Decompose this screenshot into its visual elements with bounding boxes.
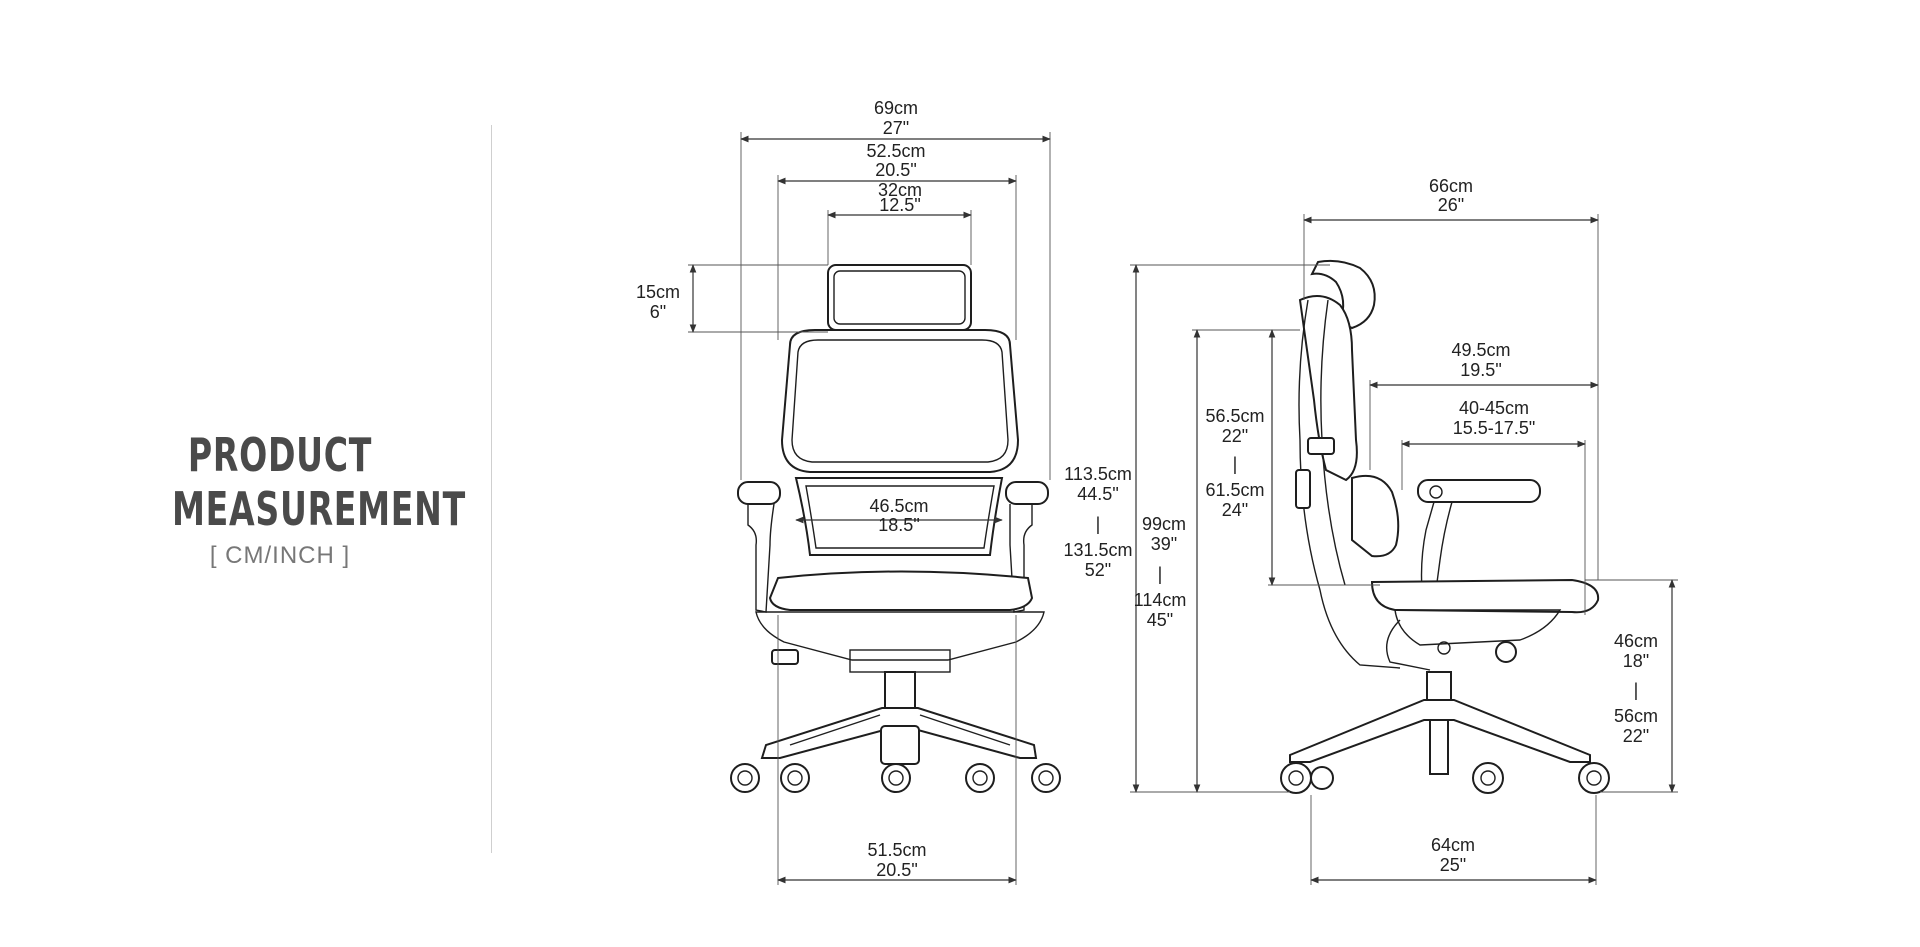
side-dimensions: 66cm 26" 99cm 39" | 114cm 45" 56.5cm 22"… xyxy=(1130,176,1678,885)
heading-product: PRODUCT xyxy=(187,428,373,482)
units-subtitle: [ CM/INCH ] xyxy=(209,542,351,569)
base-depth-cm: 64cm xyxy=(1431,835,1475,855)
back-height-max-in: 45" xyxy=(1147,610,1173,630)
base-width-in: 20.5" xyxy=(876,860,917,880)
back-height-max-cm: 114cm xyxy=(1134,590,1187,610)
backrest-height-min-in: 22" xyxy=(1222,426,1248,446)
front-view-chair xyxy=(730,264,1061,793)
back-height-min-cm: 99cm xyxy=(1142,514,1186,534)
base-width-cm: 51.5cm xyxy=(867,840,926,860)
base-depth-in: 25" xyxy=(1440,855,1466,875)
depth-in: 26" xyxy=(1438,195,1464,215)
armrest-width-cm: 52.5cm xyxy=(866,141,925,161)
back-height-min-in: 39" xyxy=(1151,534,1177,554)
armrest-width-in: 20.5" xyxy=(875,160,916,180)
seat-height-sep: | xyxy=(1634,680,1639,700)
seat-adjust-in: 15.5-17.5" xyxy=(1453,418,1535,438)
backrest-height-min-cm: 56.5cm xyxy=(1205,406,1264,426)
headrest-width-cm: 32cm xyxy=(878,180,922,200)
total-height-sep: | xyxy=(1096,514,1101,534)
seat-width-cm: 46.5cm xyxy=(869,496,928,516)
backrest-height-max-in: 24" xyxy=(1222,500,1248,520)
overall-width-in: 27" xyxy=(883,118,909,138)
depth-cm: 66cm xyxy=(1429,176,1473,196)
front-dimensions: 69cm 27" 52.5cm 20.5" 32cm 12.5" 15cm 6"… xyxy=(636,98,1133,885)
back-height-sep: | xyxy=(1158,564,1163,584)
total-height-min-cm: 113.5cm xyxy=(1064,464,1132,484)
seat-height-max-in: 22" xyxy=(1623,726,1649,746)
headrest-width-in: 12.5" xyxy=(879,195,920,215)
total-height-max-cm: 131.5cm xyxy=(1063,540,1132,560)
seat-adjust-cm: 40-45cm xyxy=(1459,398,1529,418)
backrest-height-sep: | xyxy=(1233,454,1238,474)
seat-depth-in: 19.5" xyxy=(1460,360,1501,380)
seat-width-in: 18.5" xyxy=(878,515,919,535)
side-view-chair xyxy=(1280,259,1610,794)
headrest-height-cm: 15cm xyxy=(636,282,680,302)
total-height-min-in: 44.5" xyxy=(1077,484,1118,504)
vertical-divider xyxy=(491,125,492,853)
headrest-height-in: 6" xyxy=(650,302,666,322)
seat-depth-cm: 49.5cm xyxy=(1451,340,1510,360)
overall-width-cm: 69cm xyxy=(874,98,918,118)
seat-height-max-cm: 56cm xyxy=(1614,706,1658,726)
total-height-max-in: 52" xyxy=(1085,560,1111,580)
backrest-height-max-cm: 61.5cm xyxy=(1205,480,1264,500)
seat-height-min-in: 18" xyxy=(1623,651,1649,671)
seat-height-min-cm: 46cm xyxy=(1614,631,1658,651)
